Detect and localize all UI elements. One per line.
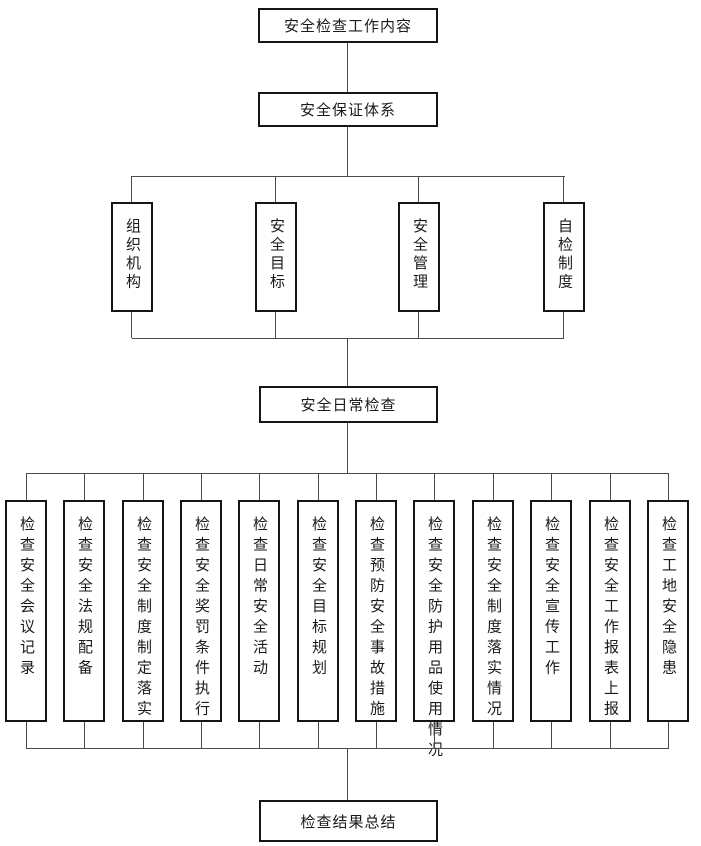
connector-line xyxy=(493,473,494,500)
node-check-site-hazards: 检查工地安全隐患 xyxy=(647,500,689,722)
node-self-inspection-system: 自检制度 xyxy=(543,202,585,312)
connector-line xyxy=(131,176,132,202)
connector-line xyxy=(259,722,260,748)
connector-line xyxy=(347,127,348,176)
connector-line xyxy=(347,748,348,800)
connector-line xyxy=(275,312,276,338)
node-assurance-system: 安全保证体系 xyxy=(258,92,438,127)
connector-line xyxy=(26,473,27,500)
connector-rail xyxy=(26,473,669,474)
connector-line xyxy=(347,43,348,92)
connector-line xyxy=(668,722,669,748)
connector-line xyxy=(668,473,669,500)
node-safety-goal: 安全目标 xyxy=(255,202,297,312)
node-check-reward-penalty: 检查安全奖罚条件执行 xyxy=(180,500,222,722)
connector-line xyxy=(434,722,435,748)
connector-line xyxy=(610,722,611,748)
node-check-report-submission: 检查安全工作报表上报 xyxy=(589,500,631,722)
node-check-publicity: 检查安全宣传工作 xyxy=(530,500,572,722)
connector-line xyxy=(493,722,494,748)
node-check-daily-activities: 检查日常安全活动 xyxy=(238,500,280,722)
connector-line xyxy=(347,338,348,386)
connector-line xyxy=(275,176,276,202)
connector-line xyxy=(563,312,564,338)
node-check-goal-planning: 检查安全目标规划 xyxy=(297,500,339,722)
node-daily-check: 安全日常检查 xyxy=(259,386,438,423)
node-check-meeting-records: 检查安全会议记录 xyxy=(5,500,47,722)
connector-line xyxy=(551,722,552,748)
connector-line xyxy=(26,722,27,748)
node-check-regulations: 检查安全法规配备 xyxy=(63,500,105,722)
connector-line xyxy=(347,423,348,473)
connector-line xyxy=(318,473,319,500)
connector-line xyxy=(434,473,435,500)
connector-line xyxy=(610,473,611,500)
connector-rail xyxy=(132,338,564,339)
connector-line xyxy=(143,473,144,500)
node-check-system-status: 检查安全制度落实情况 xyxy=(472,500,514,722)
node-check-accident-prevention: 检查预防安全事故措施 xyxy=(355,500,397,722)
connector-line xyxy=(376,473,377,500)
node-summary: 检查结果总结 xyxy=(259,800,438,842)
node-root: 安全检查工作内容 xyxy=(258,8,438,43)
node-organization: 组织机构 xyxy=(111,202,153,312)
connector-line xyxy=(201,722,202,748)
node-safety-management: 安全管理 xyxy=(398,202,440,312)
connector-line xyxy=(376,722,377,748)
connector-line xyxy=(418,176,419,202)
connector-line xyxy=(418,312,419,338)
connector-line xyxy=(84,473,85,500)
connector-line xyxy=(259,473,260,500)
connector-line xyxy=(318,722,319,748)
connector-line xyxy=(143,722,144,748)
connector-line xyxy=(201,473,202,500)
connector-line xyxy=(131,312,132,338)
node-check-system-implementation: 检查安全制度制定落实 xyxy=(122,500,164,722)
connector-line xyxy=(563,176,564,202)
connector-line xyxy=(84,722,85,748)
connector-rail xyxy=(132,176,565,177)
connector-line xyxy=(551,473,552,500)
node-check-protective-equipment: 检查安全防护用品使用情况 xyxy=(413,500,455,762)
